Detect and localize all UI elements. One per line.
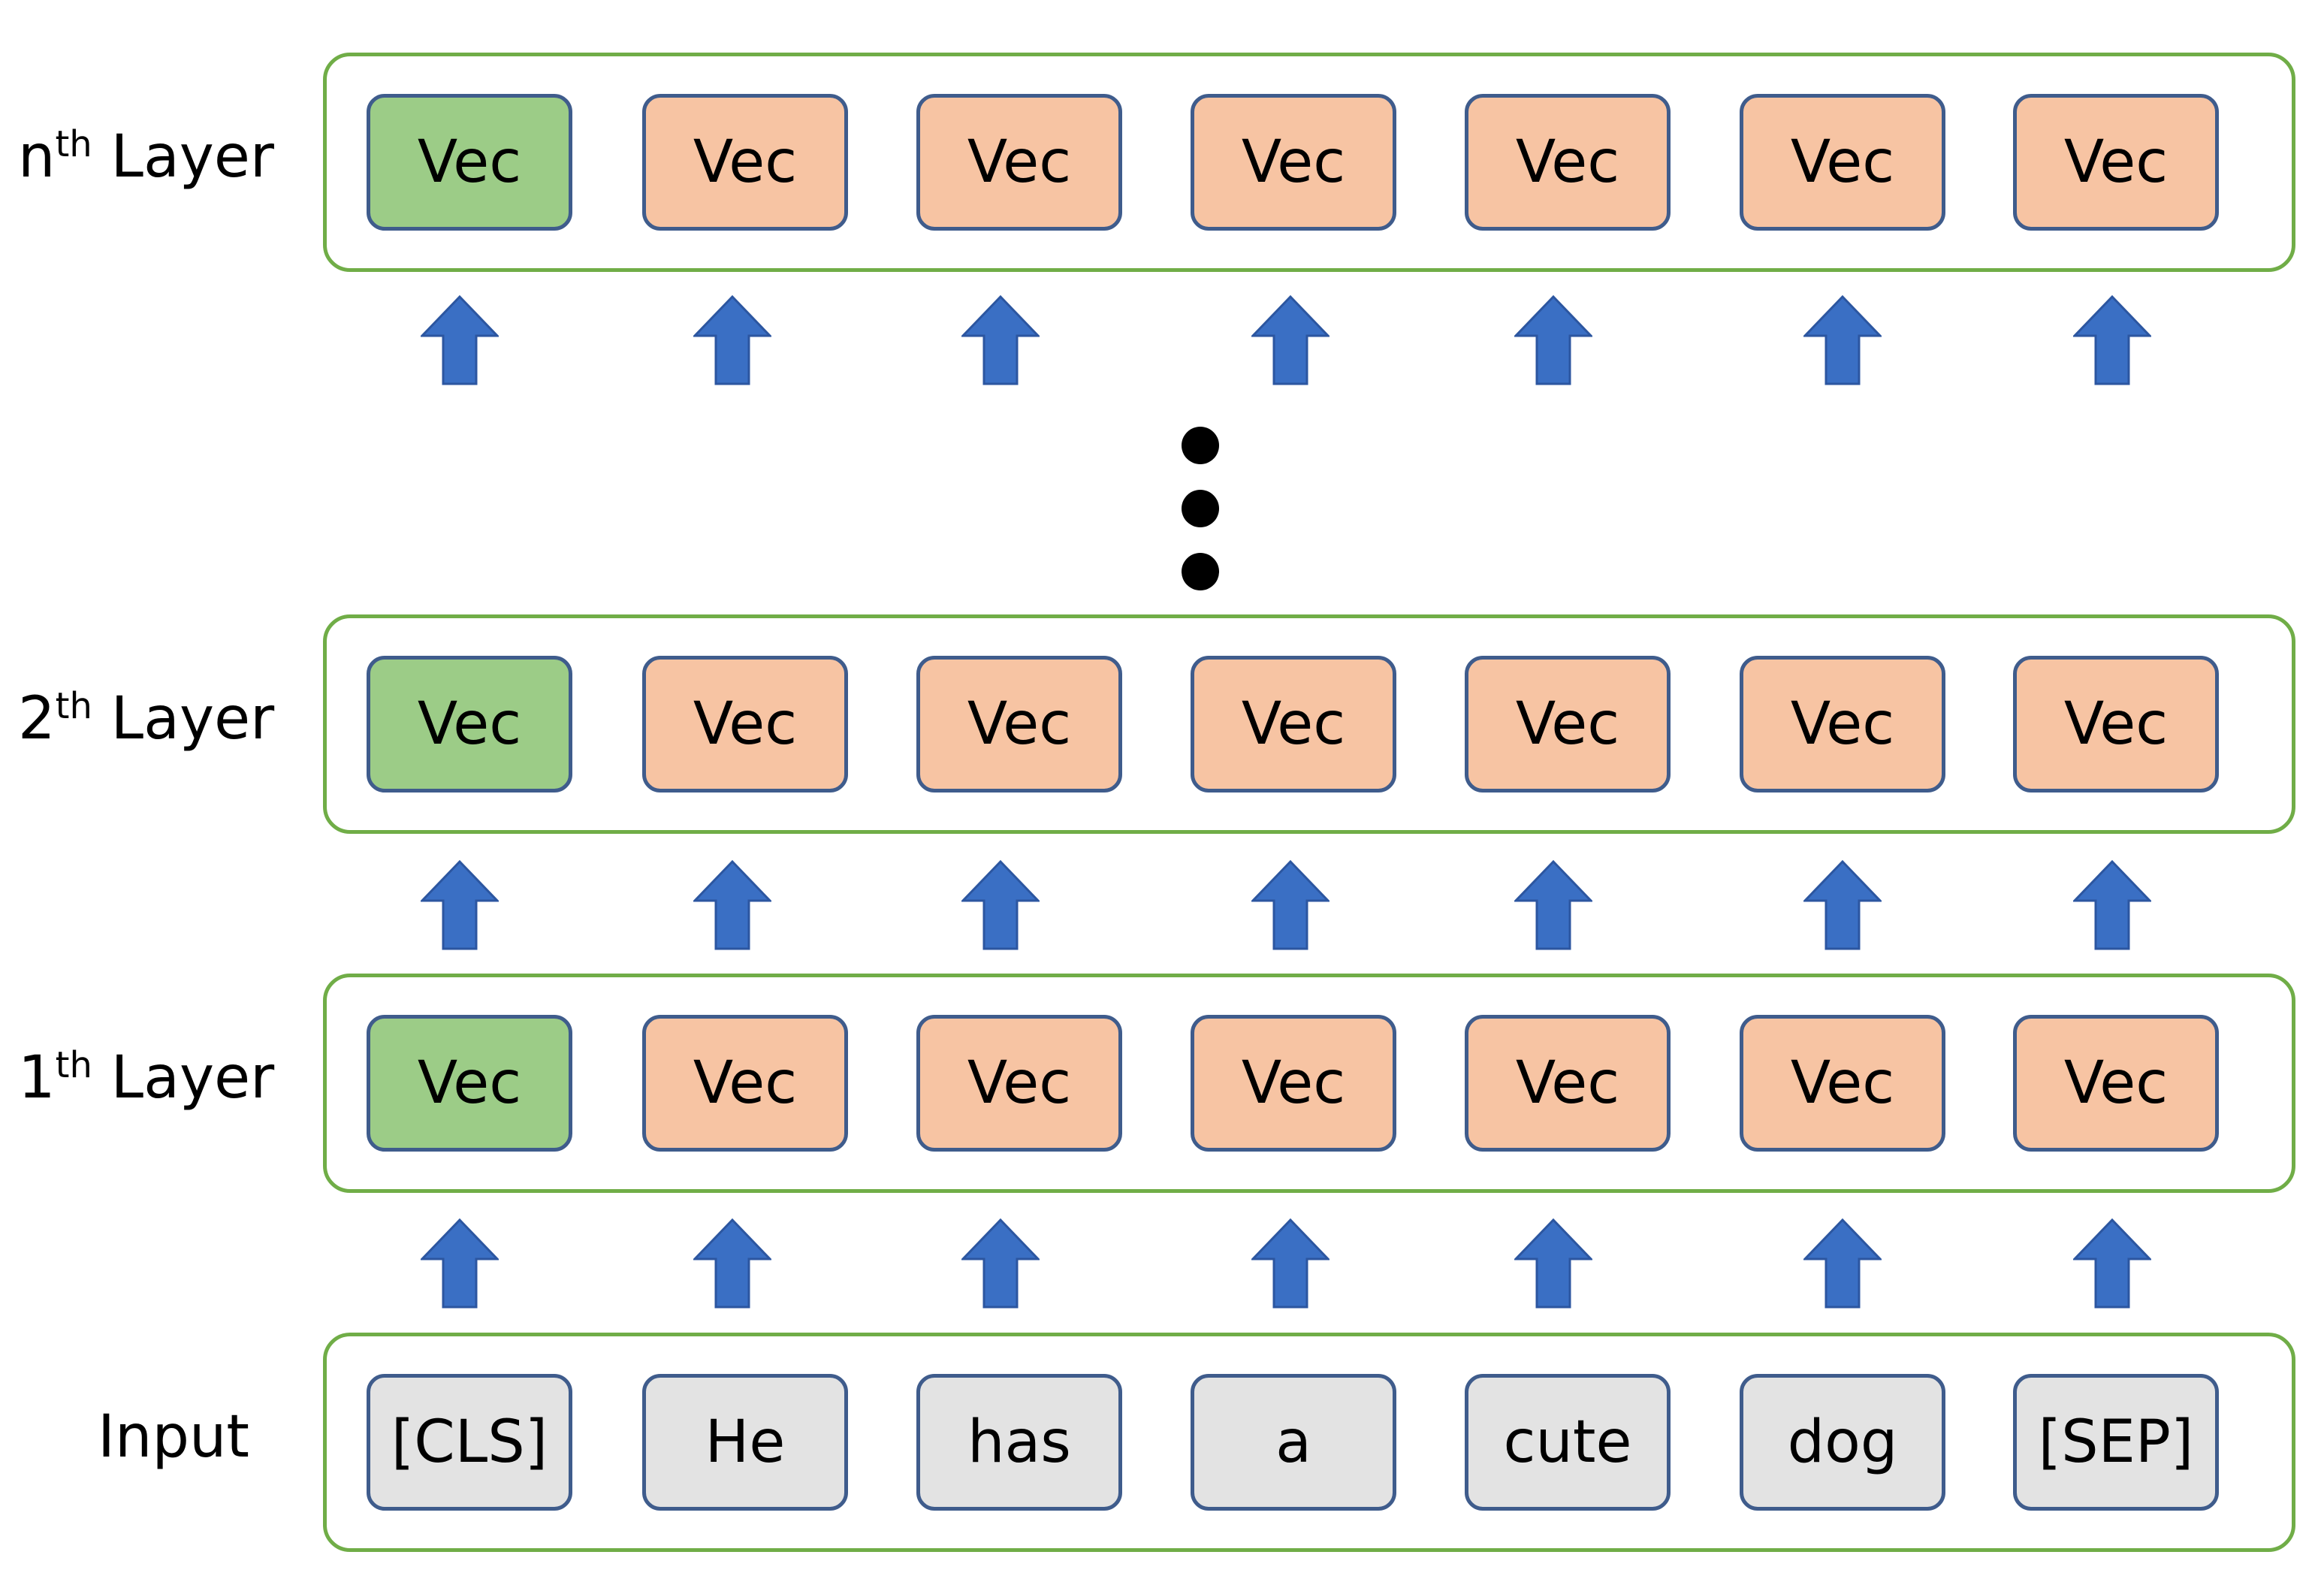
layer-frame-1	[323, 974, 2295, 1193]
up-arrow-icon	[2073, 295, 2151, 385]
up-arrow-icon	[1803, 295, 1882, 385]
up-arrow-icon	[1251, 295, 1330, 385]
up-arrow-icon	[961, 295, 1040, 385]
row-label-main: 2	[18, 685, 56, 753]
up-arrow-icon	[961, 860, 1040, 950]
up-arrow-icon	[693, 1218, 771, 1309]
vec-box-1-1: Vec	[642, 1015, 848, 1152]
row-label-sup: th	[55, 685, 92, 727]
up-arrow-icon	[421, 1218, 499, 1309]
up-arrow-icon	[693, 860, 771, 950]
vec-box-2-6: Vec	[2013, 656, 2219, 792]
row-label-sup: th	[55, 123, 92, 165]
vec-box-1-3: Vec	[1191, 1015, 1396, 1152]
input-token-input-6: [SEP]	[2013, 1374, 2219, 1511]
layer-frame-input	[323, 1333, 2295, 1552]
vec-box-n-1: Vec	[642, 94, 848, 231]
up-arrow-icon	[2073, 860, 2151, 950]
input-token-input-5: dog	[1740, 1374, 1945, 1511]
up-arrow-icon	[1251, 1218, 1330, 1309]
up-arrow-icon	[961, 1218, 1040, 1309]
row-label-rest: Layer	[92, 685, 275, 753]
row-label-main: Input	[98, 1403, 249, 1471]
up-arrow-icon	[421, 860, 499, 950]
row-label-rest: Layer	[92, 123, 274, 191]
layer-frame-2	[323, 614, 2295, 834]
row-label-main: n	[18, 123, 56, 191]
vec-box-1-0: Vec	[367, 1015, 572, 1152]
up-arrow-icon	[421, 295, 499, 385]
vec-box-2-5: Vec	[1740, 656, 1945, 792]
up-arrow-icon	[1514, 295, 1592, 385]
up-arrow-icon	[693, 295, 771, 385]
row-label-n: nth Layer	[18, 123, 288, 191]
vec-box-2-2: Vec	[916, 656, 1122, 792]
vec-box-1-4: Vec	[1465, 1015, 1671, 1152]
vec-box-n-0: Vec	[367, 94, 572, 231]
vec-box-n-4: Vec	[1465, 94, 1671, 231]
row-label-main: 1	[18, 1044, 56, 1112]
vec-box-n-2: Vec	[916, 94, 1122, 231]
vec-box-2-3: Vec	[1191, 656, 1396, 792]
ellipsis-dot	[1182, 427, 1219, 464]
up-arrow-icon	[1803, 860, 1882, 950]
row-label-sup: th	[55, 1044, 92, 1086]
vec-box-n-5: Vec	[1740, 94, 1945, 231]
vec-box-1-6: Vec	[2013, 1015, 2219, 1152]
input-token-input-2: has	[916, 1374, 1122, 1511]
row-label-1: 1th Layer	[18, 1044, 288, 1112]
vec-box-n-6: Vec	[2013, 94, 2219, 231]
input-token-input-3: a	[1191, 1374, 1396, 1511]
up-arrow-icon	[2073, 1218, 2151, 1309]
up-arrow-icon	[1514, 860, 1592, 950]
up-arrow-icon	[1514, 1218, 1592, 1309]
vec-box-n-3: Vec	[1191, 94, 1396, 231]
vec-box-2-1: Vec	[642, 656, 848, 792]
row-label-rest: Layer	[92, 1044, 275, 1112]
row-label-2: 2th Layer	[18, 685, 288, 753]
vec-box-1-2: Vec	[916, 1015, 1122, 1152]
vec-box-1-5: Vec	[1740, 1015, 1945, 1152]
up-arrow-icon	[1803, 1218, 1882, 1309]
layer-frame-n	[323, 53, 2295, 272]
row-label-input: Input	[98, 1403, 368, 1471]
ellipsis-dot	[1182, 553, 1219, 590]
input-token-input-4: cute	[1465, 1374, 1671, 1511]
vec-box-2-4: Vec	[1465, 656, 1671, 792]
up-arrow-icon	[1251, 860, 1330, 950]
input-token-input-0: [CLS]	[367, 1374, 572, 1511]
input-token-input-1: He	[642, 1374, 848, 1511]
vec-box-2-0: Vec	[367, 656, 572, 792]
ellipsis-dot	[1182, 490, 1219, 527]
